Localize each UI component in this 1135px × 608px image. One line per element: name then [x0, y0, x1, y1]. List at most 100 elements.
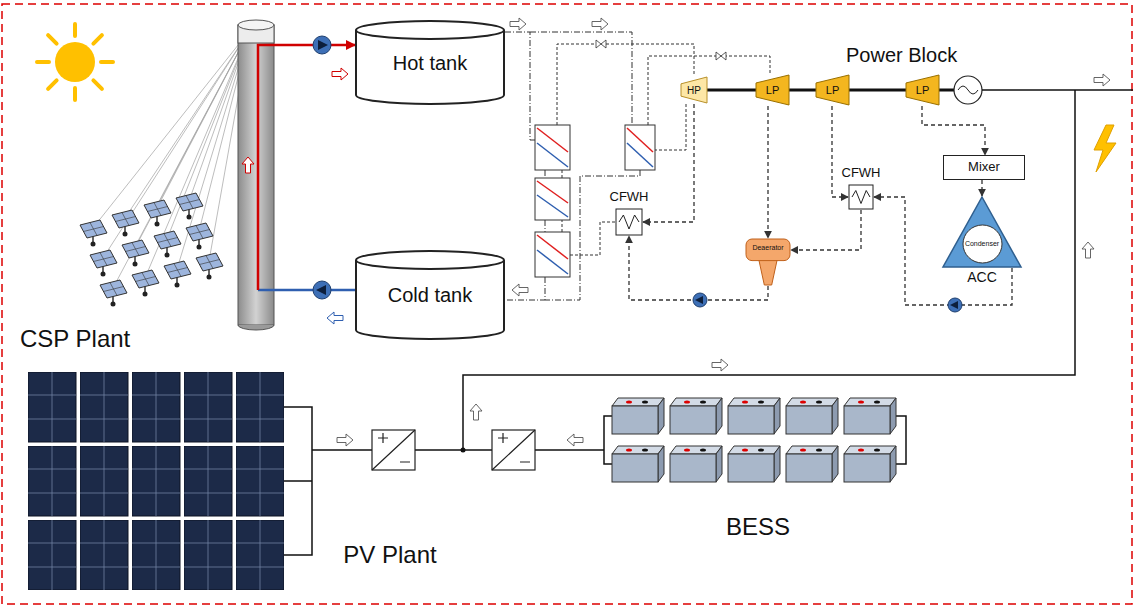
steam-water-line: [767, 106, 768, 238]
flow-arrow: [1082, 242, 1094, 258]
feedwater-heater: CFWH: [615, 208, 643, 236]
heliostat-field: [80, 220, 107, 247]
solar-tower: [238, 25, 274, 325]
salt-heat-exchanger: [625, 125, 655, 170]
shape-outline: [356, 30, 504, 39]
shape-outline: [944, 156, 1025, 180]
flow-connector: [982, 180, 983, 196]
shape-outline: [759, 260, 777, 285]
section-title: CSP Plant: [20, 326, 130, 352]
node-label: Cold tank: [388, 284, 473, 306]
valve-symbol: [596, 40, 606, 48]
storage-tank: Hot tank: [355, 20, 505, 105]
flow-arrow: [337, 434, 353, 446]
salt-heat-exchanger: [535, 125, 655, 277]
battery-bank: [786, 446, 838, 482]
turbine-stage: LP: [755, 74, 790, 106]
storage-tank: Cold tank: [355, 250, 505, 340]
shape-outline: [816, 75, 849, 105]
heliostat-field: [154, 231, 181, 258]
dc-converter: [372, 430, 415, 470]
solar-tower: [238, 20, 274, 330]
flow-arrow: [1094, 74, 1110, 86]
junction-dot: [461, 448, 466, 453]
dc-converter: [492, 430, 535, 470]
dc-converter: [372, 430, 535, 470]
node-label: HP: [687, 85, 701, 96]
reflected-rays: [93, 30, 250, 288]
node-label: Condenser: [965, 240, 999, 248]
salt-line: [505, 32, 640, 300]
electric-line: [982, 89, 1133, 91]
shape-outline: [746, 239, 790, 261]
heliostat-field: [80, 193, 223, 307]
shape-outline: [943, 197, 1021, 267]
steam-line: [557, 44, 770, 255]
section-title: Power Block: [846, 44, 957, 66]
pv-plant: PV Plant: [28, 372, 284, 590]
shape-outline: [356, 260, 504, 269]
battery-bank: [728, 446, 780, 482]
flow-arrow: [567, 434, 583, 446]
battery-bank: [844, 446, 896, 482]
salt-line: [545, 170, 546, 232]
turbine-stage: HP: [680, 76, 708, 104]
battery-bank: [612, 398, 664, 434]
heliostat-field: [90, 250, 117, 277]
heliostat-field: [144, 200, 171, 227]
turbine-stage: LP: [905, 74, 940, 106]
flow-arrow: [337, 18, 1110, 446]
shape-outline: [849, 185, 873, 209]
turbine-stage: LP: [815, 74, 850, 106]
salt-heat-exchanger: [535, 125, 570, 170]
electric-line: [896, 416, 906, 464]
electric-line: [284, 90, 1133, 555]
lightning-symbol: [1094, 125, 1116, 172]
battery-bank: [670, 398, 722, 434]
heliostat-field: [132, 270, 159, 297]
deaerator-vessel: Deaerator: [745, 238, 791, 286]
pump-symbol: [316, 285, 326, 295]
flow-arrow: [327, 312, 343, 324]
pump-symbol: [948, 298, 962, 312]
battery-bank: [612, 398, 896, 482]
salt-flow-line: [258, 45, 355, 290]
flow-arrow: [510, 18, 526, 30]
generator-symbol: [958, 86, 978, 94]
flow-connector: [643, 104, 694, 222]
flow-arrow: [592, 18, 608, 30]
heliostat-field: [186, 223, 213, 250]
generator-symbol: [954, 76, 982, 104]
flow-connector: [791, 210, 861, 250]
solar-tower: [238, 325, 274, 330]
solar-tower: [238, 20, 274, 30]
flow-arrow: [242, 157, 254, 173]
salt-heat-exchanger: [535, 178, 570, 220]
salt-line: [505, 32, 535, 140]
steam-line: [562, 170, 563, 232]
flow-arrow: [712, 359, 728, 371]
flow-arrow: [512, 284, 528, 296]
heliostat-field: [176, 193, 203, 220]
salt-heat-exchanger: [627, 143, 653, 167]
pump-symbol: [318, 40, 328, 50]
shape-outline: [681, 77, 707, 103]
node-label: LP: [916, 84, 929, 96]
shape-outline: [852, 191, 870, 204]
sun-symbol: [37, 24, 113, 100]
air-cooled-condenser: ACCCondenser: [942, 196, 1022, 268]
valve-symbol: [716, 52, 726, 60]
heliostat-field: [196, 253, 223, 280]
pv-array: [28, 372, 284, 590]
salt-heat-exchanger: [537, 181, 568, 203]
node-label: LP: [766, 84, 779, 96]
pump-symbol: [313, 281, 331, 299]
heliostat-field: [164, 261, 191, 288]
flow-arrow: [327, 312, 343, 324]
shape-outline: [906, 75, 939, 105]
flow-connector: [768, 106, 769, 238]
node-label: BESS: [726, 514, 790, 540]
reflected-rays: [93, 30, 250, 288]
